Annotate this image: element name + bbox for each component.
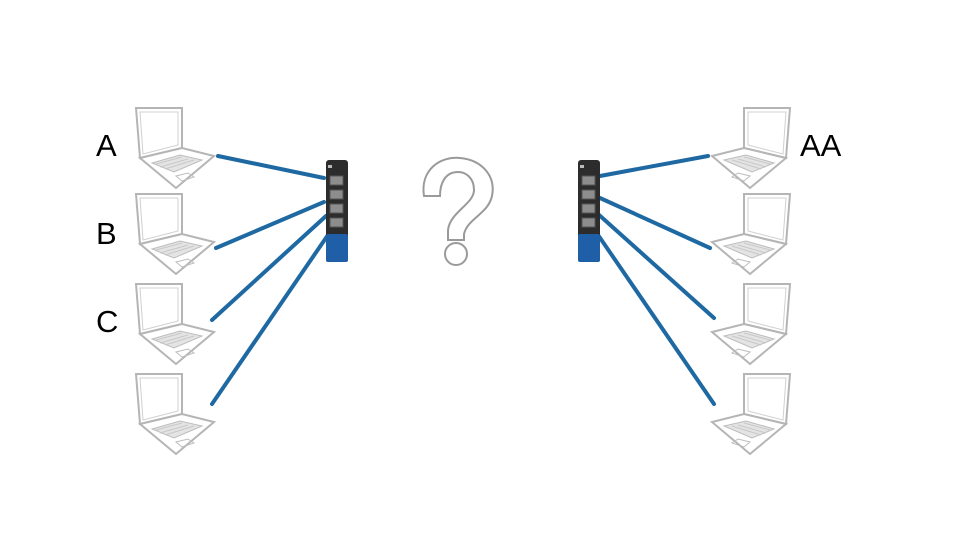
cables-left — [210, 154, 332, 406]
network-switch-icon — [325, 159, 349, 263]
ethernet-cable — [598, 154, 710, 178]
laptop-icon — [135, 107, 215, 189]
ethernet-cable — [598, 196, 712, 250]
ethernet-cable — [216, 154, 326, 180]
laptop-icon — [135, 283, 215, 365]
ethernet-cable — [210, 230, 332, 406]
laptop-icon — [711, 373, 791, 455]
laptop-icon — [135, 193, 215, 275]
ethernet-cable — [210, 214, 328, 322]
laptop-icon — [711, 283, 791, 365]
node-label-a: A — [96, 128, 117, 163]
node-label-c: C — [96, 304, 119, 339]
node-label-b: B — [96, 216, 117, 251]
laptop-icon — [711, 107, 791, 189]
network-switch-icon — [577, 159, 601, 263]
ethernet-cable — [596, 212, 716, 320]
laptop-icon — [711, 193, 791, 275]
left-network — [135, 107, 349, 455]
ethernet-cable — [214, 200, 326, 250]
right-network — [577, 107, 791, 455]
laptop-icon — [135, 373, 215, 455]
cables-right — [594, 154, 716, 406]
question-mark-icon — [422, 156, 494, 266]
node-label-aa: AA — [800, 128, 842, 163]
ethernet-cable — [594, 230, 716, 406]
